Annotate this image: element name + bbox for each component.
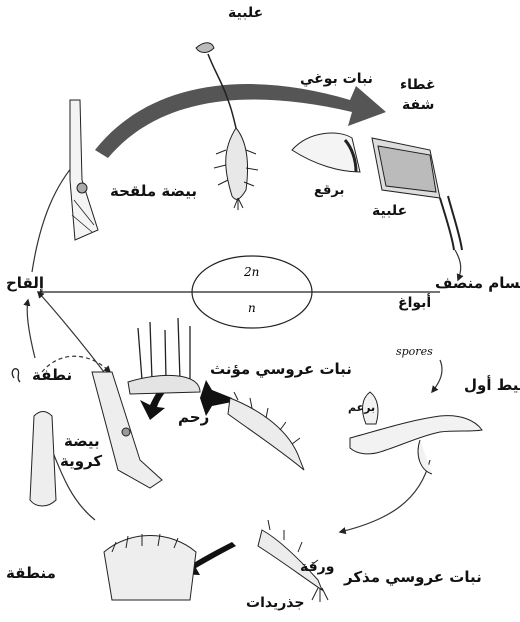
male-plant-illustration xyxy=(257,519,329,602)
arrow-to-fertilization xyxy=(23,298,36,359)
capsule-illustration xyxy=(291,132,463,251)
protonema-illustration xyxy=(349,391,483,475)
female-organs-illustration xyxy=(91,317,201,489)
label-fertilized-egg: بيضة ملقحة xyxy=(110,182,197,200)
label-spores-ar: أبواغ xyxy=(398,295,432,311)
label-protonema: خيط أول xyxy=(464,376,520,394)
arrow-protonema-to-male xyxy=(338,459,431,535)
sperm-dashed-path xyxy=(41,355,112,374)
sperm-icon xyxy=(11,368,21,383)
female-plant-illustration xyxy=(227,391,305,471)
label-capsule-open: علبية xyxy=(372,203,408,219)
hood-shape xyxy=(291,132,361,173)
antheridium-illustration xyxy=(29,411,57,507)
label-2n: 2n xyxy=(243,265,259,279)
label-lip: شفة xyxy=(402,97,435,113)
ploidy-divider xyxy=(38,255,440,329)
label-male-plant: نبات عروسي مذكر xyxy=(344,568,482,586)
thick-arrow-female xyxy=(200,380,232,416)
label-antheridia-zone: منطقة xyxy=(6,564,56,582)
label-meiosis: انقسام منصف xyxy=(435,274,520,292)
arrow-meiosis-down xyxy=(454,249,464,282)
arrow-spores-to-protonema xyxy=(431,359,443,394)
label-egg-line2: كروية xyxy=(60,452,103,470)
label-womb: رحم xyxy=(178,408,210,426)
label-egg-line1: بيضة xyxy=(64,432,100,450)
label-rhizoids: جذريدات xyxy=(246,595,305,611)
label-spores-en: spores xyxy=(396,345,433,358)
label-female-plant: نبات عروسي مؤنث xyxy=(210,360,352,378)
label-sperm: نطفة xyxy=(32,366,73,384)
antheridia-head-illustration xyxy=(103,533,197,601)
arrow-to-fertilization-2 xyxy=(37,290,111,381)
label-n: n xyxy=(248,301,256,315)
thick-arrow-top xyxy=(95,84,386,158)
label-fertilization: إلقاح xyxy=(6,274,45,292)
label-leaf: ورقة xyxy=(300,559,335,575)
label-capsule-top: علبية xyxy=(228,5,264,21)
label-lid: غطاء xyxy=(400,77,436,93)
label-hood: برقع xyxy=(314,183,345,198)
label-bud: برعم xyxy=(348,401,376,414)
sporophyte-illustration xyxy=(195,42,259,210)
label-sporophyte: نبات بوغي xyxy=(300,71,373,87)
fertilized-egg-illustration xyxy=(69,99,99,241)
